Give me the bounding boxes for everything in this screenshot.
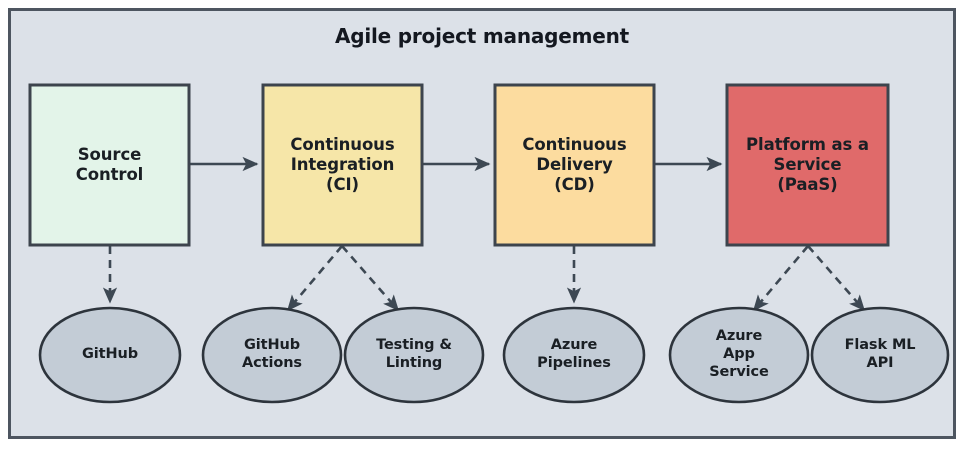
leaf-ellipse-flask-ml-api[interactable]	[810, 306, 950, 404]
stage-box-continuous-delivery[interactable]	[493, 83, 656, 247]
stage-box-source-control[interactable]	[28, 83, 191, 247]
leaf-ellipse-azure-app-service[interactable]	[668, 306, 810, 404]
leaf-ellipse-github[interactable]	[38, 306, 182, 404]
diagram-title: Agile project management	[334, 24, 630, 48]
leaf-ellipse-azure-pipelines[interactable]	[502, 306, 646, 404]
leaf-ellipse-github-actions[interactable]	[201, 306, 343, 404]
stage-box-continuous-integration[interactable]	[261, 83, 424, 247]
leaf-ellipse-testing-and-linting[interactable]	[343, 306, 485, 404]
connector-ci-to-testing-and-linting	[341, 245, 400, 312]
leaf-ellipse-group	[38, 306, 950, 404]
stage-box-platform-as-a-service[interactable]	[725, 83, 890, 247]
connector-paas-to-flask-ml-api	[807, 245, 866, 312]
stage-box-group	[28, 83, 890, 247]
tool-connector-group	[102, 245, 866, 312]
